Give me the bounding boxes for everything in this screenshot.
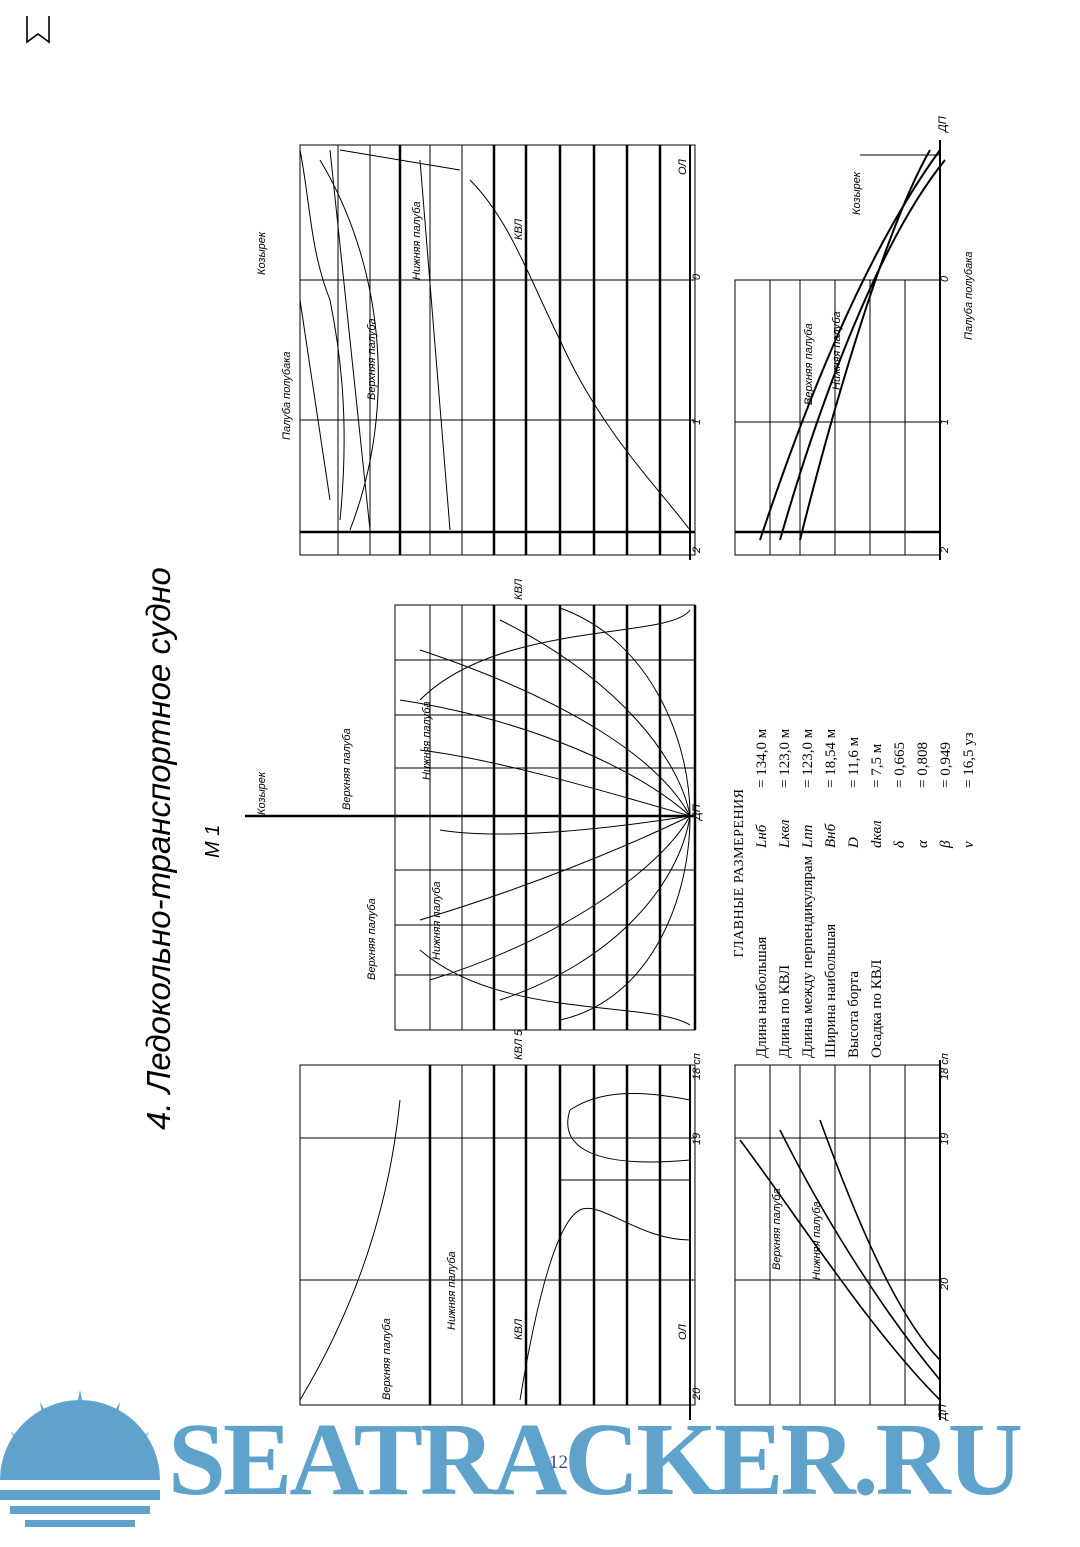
dim-row: δ= 0,665 — [892, 742, 908, 848]
dim-row: v= 16,5 уз — [961, 732, 977, 848]
label-upper-deck-hb: Верхняя палуба — [771, 1188, 783, 1270]
svg-text:20: 20 — [691, 1387, 703, 1401]
svg-text:0: 0 — [939, 275, 951, 282]
svg-text:1: 1 — [691, 419, 703, 425]
svg-text:0: 0 — [691, 273, 703, 280]
label-poop-lower: Козырек — [851, 171, 863, 215]
svg-text:19: 19 — [939, 1133, 951, 1145]
bow-half-breadth-panel — [734, 140, 946, 560]
label-poop: Козырек — [256, 231, 268, 275]
label-upper-deck-stern: Верхняя палуба — [381, 1318, 393, 1400]
main-dimensions-heading: ГЛАВНЫЕ РАЗМЕРЕНИЯ — [732, 788, 747, 958]
svg-text:1: 1 — [939, 419, 951, 425]
dim-row: α= 0,808 — [915, 742, 931, 848]
page-number: 12 — [549, 1452, 568, 1473]
label-lower-deck-hb: Нижняя палуба — [811, 1201, 823, 1280]
label-op: ОЛ — [677, 159, 689, 175]
label-upper-deck: Верхняя палуба — [366, 318, 378, 400]
svg-text:20: 20 — [939, 1277, 951, 1291]
svg-text:18 сп: 18 сп — [691, 1053, 703, 1080]
label-lower-deck-bp: Нижняя палуба — [431, 881, 443, 960]
bookmark-icon[interactable] — [24, 14, 52, 44]
bow-profile-panel — [299, 144, 696, 560]
page-subtitle: М 1 — [202, 824, 224, 858]
dim-row: β= 0,949 — [938, 742, 954, 848]
label-forecastle: Палуба полубака — [281, 351, 293, 440]
label-kvl-bp2: КВЛ — [513, 578, 525, 600]
watermark-text: SEATRACKER.RU — [168, 1402, 1023, 1517]
svg-text:2: 2 — [939, 547, 951, 554]
stern-profile-panel — [299, 1064, 696, 1420]
label-dp: ДП — [937, 116, 949, 134]
label-upper-deck-bp: Верхняя палуба — [366, 898, 378, 980]
svg-text:2: 2 — [691, 547, 703, 554]
label-lower-deck-bp2: Нижняя палуба — [421, 701, 433, 780]
page-title: 4. Ледокольно-транспортное судно — [140, 567, 177, 1130]
label-lower-deck-stern: Нижняя палуба — [446, 1251, 458, 1330]
label-dp-stern: ДП — [937, 1404, 949, 1422]
label-upper-deck-bp2: Верхняя палуба — [341, 728, 353, 810]
svg-text:18 сп: 18 сп — [939, 1053, 951, 1080]
label-forecastle-lower: Палуба полубака — [963, 251, 975, 340]
label-kvl-stern: КВЛ — [513, 1318, 525, 1340]
label-kvl: КВЛ — [513, 218, 525, 240]
label-upper-deck-lower: Верхняя палуба — [803, 323, 815, 405]
body-plan-panel — [245, 604, 697, 1031]
sun-icon — [0, 1390, 160, 1527]
label-lower-deck-lower: Нижняя палуба — [831, 311, 843, 390]
svg-text:19: 19 — [691, 1133, 703, 1145]
label-kvl-bp: КВЛ 5 — [513, 1029, 525, 1060]
label-lower-deck: Нижняя палуба — [411, 201, 423, 280]
stern-half-breadth-panel — [734, 1060, 941, 1420]
label-poop-bp: Козырек — [256, 771, 268, 815]
label-op-stern: ОЛ — [677, 1324, 689, 1340]
svg-text:ДП: ДП — [691, 804, 703, 822]
